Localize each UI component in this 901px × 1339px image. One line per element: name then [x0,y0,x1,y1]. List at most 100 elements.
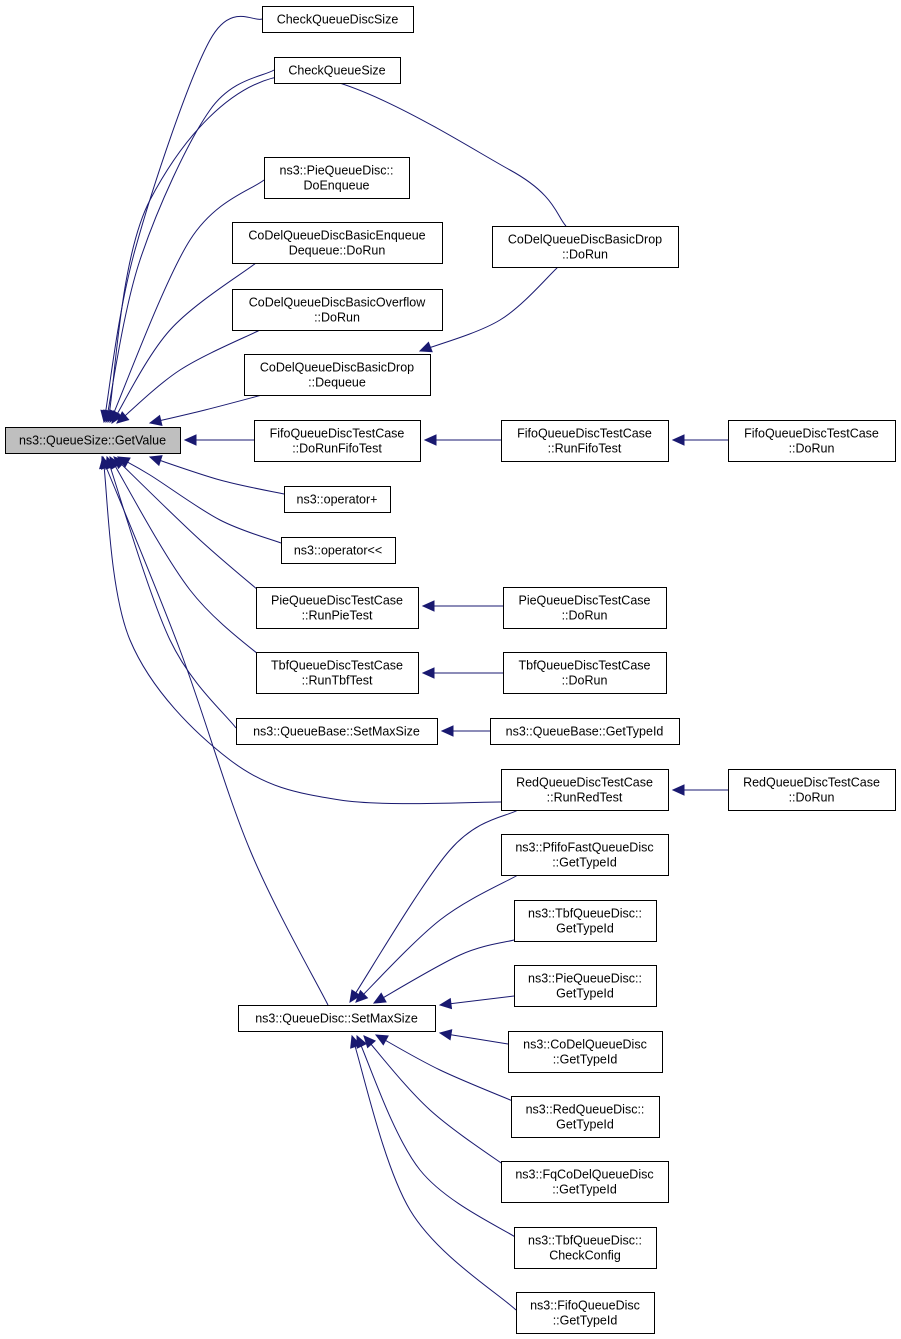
node-fqcodel-gettypeid[interactable]: ns3::FqCoDelQueueDisc::GetTypeId [501,1161,669,1203]
edge-queuebase-gettypeid-to-queuebase-setmaxsize [440,725,490,737]
edge-pie-gettypeid-to-queuedisc-setmaxsize [438,995,515,1010]
edge-line [102,456,502,805]
arrowhead [423,434,437,446]
node-label-line: CoDelQueueDiscBasicDrop [508,233,662,247]
edge-line [106,456,237,729]
node-pfifofast-gettypeid[interactable]: ns3::PfifoFastQueueDisc::GetTypeId [501,834,669,876]
arrowhead [148,414,163,426]
node-box [490,718,680,745]
arrowhead [438,1029,453,1041]
node-box [238,1005,436,1032]
node-box [501,420,669,462]
edge-line [419,266,559,352]
node-label-line: ::RunTbfTest [302,674,373,688]
node-fifo-dorun[interactable]: FifoQueueDiscTestCase::DoRun [728,420,896,462]
node-label-line: DoEnqueue [303,179,369,193]
node-codel-basic-overflow-dorun[interactable]: CoDelQueueDiscBasicOverflow::DoRun [232,289,443,331]
edge-pie-dorun-to-pie-runpietest [421,600,503,612]
node-fifo-runfifotest[interactable]: FifoQueueDiscTestCase::RunFifoTest [501,420,669,462]
node-box [232,289,443,331]
node-label-line: ns3::CoDelQueueDisc [523,1038,647,1052]
node-box [508,1031,663,1073]
node-label-line: ::GetTypeId [553,1053,618,1067]
node-box [236,718,438,745]
edge-tbf-dorun-to-tbf-runtbftest [421,667,503,679]
arrowhead [183,434,197,446]
edge-line [113,456,271,601]
node-codel-gettypeid[interactable]: ns3::CoDelQueueDisc::GetTypeId [508,1031,663,1073]
node-label-line: ns3::TbfQueueDisc:: [528,907,642,921]
node-label-line: ::DoRun [562,609,608,623]
node-label-line: ::DoRun [314,311,360,325]
node-label-line: CheckQueueSize [288,64,385,78]
node-check-queue-size[interactable]: CheckQueueSize [274,57,401,84]
node-box [274,57,401,84]
node-label-line: ns3::QueueBase::SetMaxSize [253,725,420,739]
node-pie-runpietest[interactable]: PieQueueDiscTestCase::RunPieTest [256,587,419,629]
node-label-line: ::DoRun [562,674,608,688]
edge-line [349,809,519,1003]
node-label-line: CoDelQueueDiscBasicDrop [260,361,414,375]
node-queuebase-setmaxsize[interactable]: ns3::QueueBase::SetMaxSize [236,718,438,745]
node-check-queue-disc-size[interactable]: CheckQueueDiscSize [262,6,414,33]
node-label-line: ::Dequeue [308,376,366,390]
edge-red-dorun-to-red-runredtest [671,784,728,796]
node-queuedisc-setmaxsize[interactable]: ns3::QueueDisc::SetMaxSize [238,1005,436,1032]
edge-line [373,939,515,1004]
node-label-line: ns3::PfifoFastQueueDisc [515,841,653,855]
edge-line [363,1035,515,1173]
node-label-line: ns3::QueueDisc::SetMaxSize [255,1012,418,1026]
node-label-line: FifoQueueDiscTestCase [517,427,652,441]
arrowhead [363,1035,377,1049]
node-label-line: ::DoRun [789,791,835,805]
node-root[interactable]: ns3::QueueSize::GetValue [5,427,181,454]
edge-line [103,15,263,423]
node-pie-gettypeid[interactable]: ns3::PieQueueDisc::GetTypeId [514,965,657,1007]
edge-operator-shift-to-root [116,456,282,544]
node-label-line: ns3::FifoQueueDisc [530,1299,640,1313]
node-box [262,6,414,33]
node-box [514,1227,657,1269]
node-red-dorun[interactable]: RedQueueDiscTestCase::DoRun [728,769,896,811]
node-fifo-dorunfifotest[interactable]: FifoQueueDiscTestCase::DoRunFifoTest [254,420,421,462]
edge-line [351,1035,517,1311]
node-box [492,226,679,268]
node-label-line: ::RunPieTest [302,609,373,623]
edge-line [149,394,263,424]
node-red-gettypeid[interactable]: ns3::RedQueueDisc::GetTypeId [511,1096,660,1138]
node-queuebase-gettypeid[interactable]: ns3::QueueBase::GetTypeId [490,718,680,745]
edges-layer [99,15,728,1311]
node-box [501,769,669,811]
node-codel-basic-drop-dequeue[interactable]: CoDelQueueDiscBasicDrop::Dequeue [244,354,431,396]
node-label-line: GetTypeId [556,922,614,936]
arrowhead [374,1034,389,1046]
node-operator-plus[interactable]: ns3::operator+ [284,486,391,513]
node-tbf-dorun[interactable]: TbfQueueDiscTestCase::DoRun [503,652,667,694]
node-tbf-gettypeid[interactable]: ns3::TbfQueueDisc::GetTypeId [514,900,657,942]
node-label-line: FifoQueueDiscTestCase [744,427,879,441]
node-label-line: ns3::QueueBase::GetTypeId [506,725,664,739]
edge-line [107,74,567,423]
edge-red-runredtest-to-queuedisc-setmaxsize [349,809,519,1004]
node-label-line: CoDelQueueDiscBasicOverflow [249,296,426,310]
node-label-line: ::RunFifoTest [548,442,622,456]
node-tbf-runtbftest[interactable]: TbfQueueDiscTestCase::RunTbfTest [256,652,419,694]
edge-codel-gettypeid-to-queuedisc-setmaxsize [438,1029,509,1045]
node-box [511,1096,660,1138]
arrowhead [671,434,685,446]
edge-line [439,995,515,1006]
node-pie-dorun[interactable]: PieQueueDiscTestCase::DoRun [503,587,667,629]
edge-line [105,69,275,423]
node-fifo-gettypeid[interactable]: ns3::FifoQueueDisc::GetTypeId [516,1292,655,1334]
node-operator-shift[interactable]: ns3::operator<< [281,537,396,564]
edge-tbf-runtbftest-to-root [109,455,271,665]
node-pie-do-enqueue[interactable]: ns3::PieQueueDisc::DoEnqueue [264,157,410,199]
node-box [284,486,391,513]
arrowhead [111,410,124,425]
node-tbf-checkconfig[interactable]: ns3::TbfQueueDisc::CheckConfig [514,1227,657,1269]
node-red-runredtest[interactable]: RedQueueDiscTestCase::RunRedTest [501,769,669,811]
arrowhead [100,455,112,470]
node-codel-basic-drop-dorun[interactable]: CoDelQueueDiscBasicDrop::DoRun [492,226,679,268]
arrowhead [116,411,130,424]
